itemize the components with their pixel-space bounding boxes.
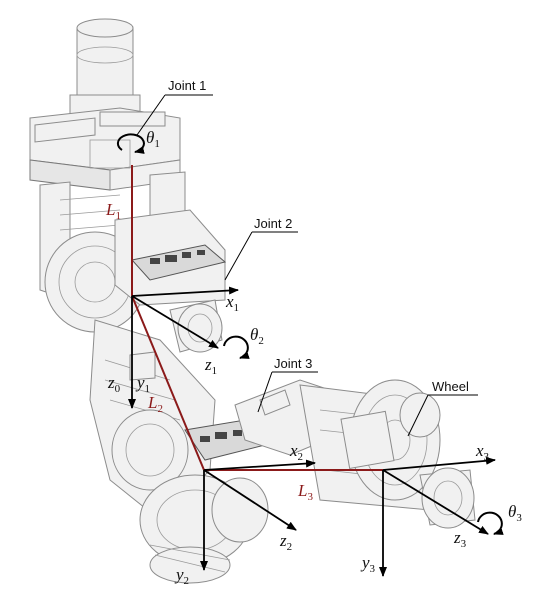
z0-label: z0 xyxy=(107,373,121,395)
z1-label: z1 xyxy=(204,355,217,377)
theta1-rotation-icon xyxy=(116,133,145,154)
callout-labels: Joint 1 Joint 2 Joint 3 Wheel xyxy=(168,78,469,394)
wheel-label: Wheel xyxy=(432,379,469,394)
axis-labels: x1 z1 y1 z0 x2 z2 y2 x3 z3 y3 xyxy=(107,292,490,587)
joint3-leader xyxy=(257,371,273,413)
z3-axis xyxy=(382,469,489,535)
z2-axis xyxy=(203,469,297,531)
theta3-label: θ3 xyxy=(508,502,522,524)
x3-axis xyxy=(382,456,496,471)
joint2-label: Joint 2 xyxy=(254,216,292,231)
y1-label: y1 xyxy=(135,373,150,395)
joint2-block xyxy=(44,209,227,353)
wheel-leader xyxy=(407,394,429,437)
joint3-wheel-assembly xyxy=(234,379,476,529)
theta3-rotation-icon xyxy=(477,511,504,535)
link-L1-label: L1 xyxy=(105,200,121,222)
frame-3-axes xyxy=(379,456,496,577)
frame-1-axes xyxy=(128,286,239,409)
theta1-label: θ1 xyxy=(146,128,160,150)
z3-label: z3 xyxy=(453,528,467,550)
lower-link xyxy=(89,319,269,584)
theta2-label: θ2 xyxy=(250,325,264,347)
callout-leaders xyxy=(136,94,478,437)
link-labels: L1 L2 L3 xyxy=(105,200,313,503)
y2-label: y2 xyxy=(174,565,189,587)
x2-label: x2 xyxy=(289,441,303,463)
joint1-label: Joint 1 xyxy=(168,78,206,93)
y3-label: y3 xyxy=(360,553,376,575)
x1-label: x1 xyxy=(225,292,239,314)
theta2-rotation-icon xyxy=(223,335,250,359)
joint2-leader xyxy=(224,231,253,281)
z2-label: z2 xyxy=(279,531,292,553)
top-motor xyxy=(69,18,141,116)
x2-axis xyxy=(203,459,316,471)
angle-labels: θ1 θ2 θ3 xyxy=(146,128,522,524)
x1-axis xyxy=(131,286,239,297)
link-L3-label: L3 xyxy=(297,481,313,503)
link-L2-label: L2 xyxy=(147,393,163,415)
z1-axis xyxy=(131,295,219,349)
link-lines xyxy=(131,165,383,471)
frame-2-axes xyxy=(200,459,316,571)
joint3-label: Joint 3 xyxy=(274,356,312,371)
x3-label: x3 xyxy=(475,441,490,463)
joint1-leader xyxy=(136,94,166,136)
link-L2-line xyxy=(131,295,205,471)
mechanism-drawing xyxy=(29,18,476,584)
rotation-arrows xyxy=(116,133,504,535)
